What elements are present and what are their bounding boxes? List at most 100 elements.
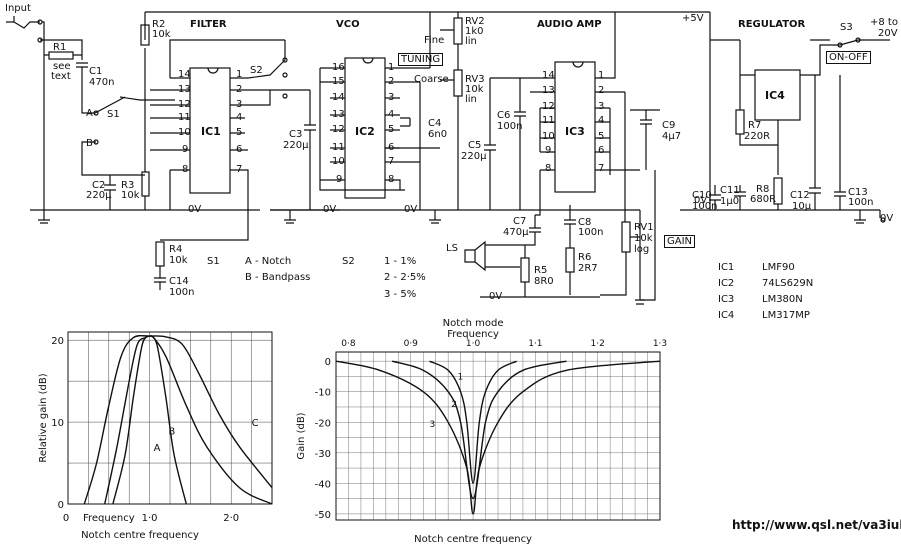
ic3-pin-left-2: 12	[542, 101, 555, 112]
chart1-series-label: C	[252, 418, 259, 429]
ic2-pin-right-1: 2	[388, 76, 395, 87]
chart2-series-line	[335, 360, 661, 515]
chart1-x-tick: 1·0	[142, 513, 158, 524]
supply-plus8-b: 20V	[878, 28, 898, 39]
supply-zero: 0V	[694, 195, 708, 206]
ic-list-row: IC2 74LS629N	[718, 271, 814, 289]
c2-label: C2	[92, 180, 106, 191]
chart2-y-tick: 0	[325, 357, 331, 368]
ic1-pin-left-4: 10	[178, 127, 191, 138]
c1-value: 470n	[89, 77, 115, 88]
chart1-x-tick: 0	[63, 513, 69, 524]
ic-list-ic: IC2	[718, 278, 735, 289]
ic2-pin-left-1: 15	[332, 76, 345, 87]
chart2-x-tick: 1·0	[466, 339, 481, 349]
ic2-pin-right-3: 4	[388, 109, 395, 120]
legend-s2-title: S2	[342, 256, 355, 267]
chart1-y-tick: 10	[51, 418, 64, 429]
rv3-value: 10k	[465, 84, 484, 95]
c5-value: 220µ	[461, 151, 487, 162]
ic3-pin-right-3: 4	[598, 115, 605, 126]
ic3-pin-left-4: 10	[542, 131, 555, 142]
ic2-pin-left-5: 11	[332, 142, 345, 153]
ic3-pin-right-6: 7	[598, 163, 605, 174]
section-audio-amp: AUDIO AMP	[537, 19, 602, 30]
ic1-pin-left-2: 12	[178, 99, 191, 110]
ic2-pin-right-2: 3	[388, 92, 395, 103]
section-vco: VCO	[336, 19, 360, 30]
chart2-y-tick: -20	[315, 418, 331, 429]
r8-value: 680R	[750, 194, 777, 205]
r1-value-2: text	[51, 71, 71, 82]
ic1-pin-right-1: 2	[236, 84, 243, 95]
chart2-x-tick: 0·8	[341, 339, 356, 349]
c3-label: C3	[289, 129, 303, 140]
ic2-pin-right-4: 5	[388, 124, 395, 135]
legend-s2-1: 1 - 1%	[384, 256, 417, 267]
ic1-pin-left-3: 11	[178, 112, 191, 123]
source-url[interactable]: http://www.qsl.net/va3iul	[732, 518, 901, 532]
c13-label: C13	[848, 187, 868, 198]
ic3-pin-right-1: 2	[598, 85, 605, 96]
ic4-label: IC4	[765, 89, 785, 102]
coarse-label: Coarse	[414, 74, 449, 85]
r3-value: 10k	[121, 190, 140, 201]
s3-tag: S3	[840, 22, 853, 33]
chart1-y-tick: 20	[51, 336, 64, 347]
r6-label: R6	[578, 252, 592, 263]
ic3-pin-right-2: 3	[598, 101, 605, 112]
chart2-x-tick: 1·3	[653, 339, 667, 349]
ic3-pin-right-0: 1	[598, 70, 605, 81]
s1-a-tag: A	[86, 108, 93, 119]
ic1-pin-right-3: 4	[236, 112, 243, 123]
chart2-frame	[335, 351, 661, 521]
c3-value: 220µ	[283, 140, 309, 151]
chart2-y-tick: -10	[315, 388, 331, 399]
c12-value: 10µ	[792, 201, 812, 212]
r6-value: 2R7	[578, 263, 598, 274]
section-regulator: REGULATOR	[738, 19, 806, 30]
c12-label: C12	[790, 190, 810, 201]
on-off-box: ON-OFF	[826, 51, 871, 64]
ic2-pin-right-0: 1	[388, 62, 395, 73]
ic2-pin-right-5: 6	[388, 142, 395, 153]
chart1-x-label: Notch centre frequency	[81, 530, 199, 541]
c1-label: C1	[89, 66, 103, 77]
r4-value: 10k	[169, 255, 188, 266]
c6-label: C6	[497, 110, 511, 121]
r7-value: 220R	[744, 131, 771, 142]
ic-list-ic: IC3	[718, 294, 735, 305]
ic3-pin-left-3: 11	[542, 115, 555, 126]
ic-list-part: LM317MP	[762, 310, 810, 321]
zero-volt-label-3: 0V	[404, 204, 418, 215]
c8-label: C8	[578, 217, 592, 228]
rv1-value: 10k	[634, 233, 653, 244]
chart2-top-x-label: Frequency	[447, 329, 499, 340]
r8-label: R8	[756, 184, 770, 195]
ic-list-part: 74LS629N	[762, 278, 814, 289]
zero-volt-label-4: 0V	[489, 291, 503, 302]
supply-plus8: +8 to	[870, 17, 898, 28]
ic-list-part: LM380N	[762, 294, 803, 305]
rv3-taper: lin	[465, 94, 477, 105]
chart1-y-tick: 0	[58, 500, 64, 511]
fine-label: Fine	[424, 35, 445, 46]
chart2-y-tick: -30	[315, 449, 331, 460]
c11-value: 1µ0	[720, 196, 740, 207]
chart2-series-line	[429, 360, 518, 485]
tuning-box: TUNING	[398, 53, 444, 66]
ic1-label: IC1	[201, 125, 221, 138]
r2-value: 10k	[152, 29, 171, 40]
ic1-pin-left-1: 13	[178, 84, 191, 95]
chart2-y-tick: -50	[315, 510, 331, 521]
section-filter: FILTER	[190, 19, 227, 30]
ic2-pin-left-0: 16	[332, 62, 345, 73]
ic-list-ic: IC1	[718, 262, 735, 273]
chart1-x-tick: 2·0	[223, 513, 239, 524]
c7-label: C7	[513, 216, 527, 227]
